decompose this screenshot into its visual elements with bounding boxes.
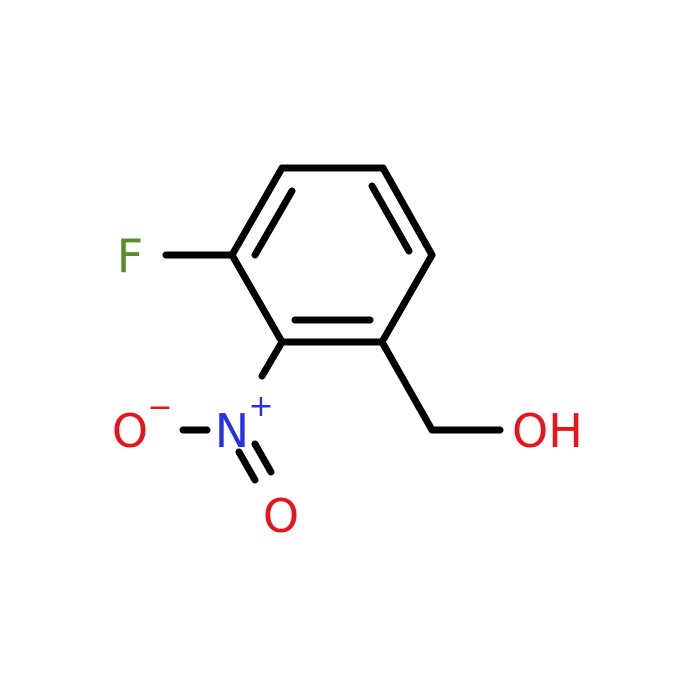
oxygen-negative-charge: − bbox=[147, 390, 172, 425]
ring-bond-bottom-right bbox=[378, 251, 436, 346]
c-ch2-bond bbox=[378, 338, 436, 434]
fluorine-atom-label: F bbox=[117, 229, 143, 283]
nitrogen-atom-label: N bbox=[215, 404, 249, 458]
ring-bond-bottom-left bbox=[228, 251, 286, 346]
n-o-double-bond-b bbox=[251, 440, 275, 476]
n-o-double-bond-a bbox=[235, 448, 259, 484]
hydroxyl-group-label: OH bbox=[512, 404, 583, 458]
nitrogen-positive-charge: + bbox=[248, 389, 273, 424]
ring-inner-bond-right bbox=[368, 182, 413, 255]
ring-bond-top-left bbox=[228, 164, 286, 259]
oxygen-double-bond-atom-label: O bbox=[263, 489, 299, 543]
c-n-bond bbox=[258, 338, 286, 380]
ring-inner-bond-left bbox=[251, 187, 296, 259]
oxygen-negative-atom-label: O bbox=[112, 404, 148, 458]
ring-bond-top-right bbox=[379, 164, 436, 259]
